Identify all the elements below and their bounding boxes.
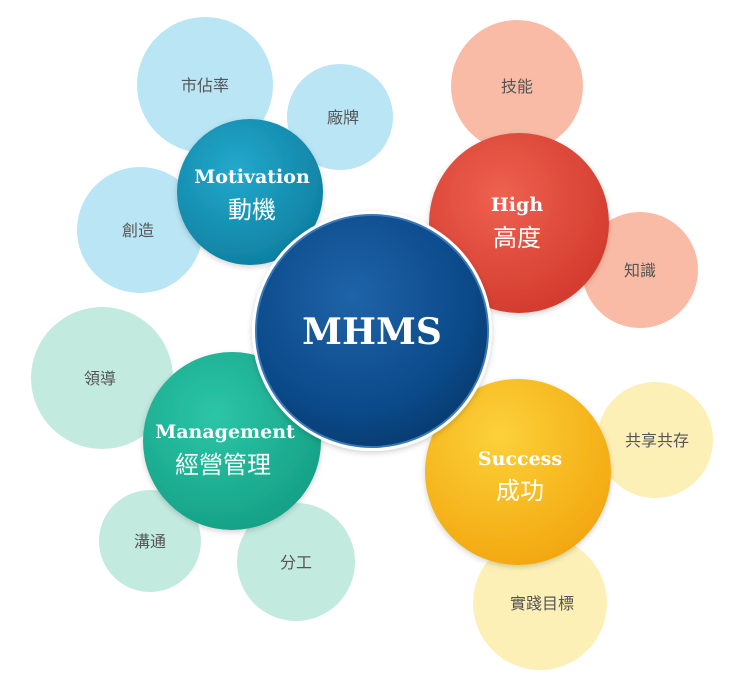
- hub-management-zh: 經營管理: [175, 451, 271, 479]
- center-circle: [255, 214, 489, 448]
- hub-high-en: High: [491, 194, 543, 216]
- satellite-label: 分工: [280, 553, 312, 572]
- satellite-motivation-3: [77, 167, 203, 293]
- hub-success: [425, 379, 611, 565]
- satellite-label: 創造: [122, 221, 154, 240]
- satellite-label: 領導: [84, 369, 116, 388]
- satellite-label: 技能: [501, 77, 533, 96]
- hub-high-zh: 高度: [493, 224, 541, 252]
- satellite-label: 廠牌: [327, 108, 359, 127]
- satellite-management-2: [99, 490, 201, 592]
- satellite-label: 實踐目標: [510, 594, 574, 613]
- satellite-label: 共享共存: [625, 431, 689, 450]
- satellite-motivation-1: [137, 17, 273, 153]
- center-label: MHMS: [302, 311, 442, 353]
- satellite-motivation-2: [287, 64, 393, 170]
- hub-motivation-zh: 動機: [228, 196, 276, 224]
- hub-success-en: Success: [478, 448, 562, 470]
- satellite-high-2: [582, 212, 698, 328]
- satellite-management-1: [31, 307, 173, 449]
- satellite-label: 知識: [624, 261, 656, 280]
- hub-motivation: [177, 119, 323, 265]
- hub-motivation-en: Motivation: [194, 166, 310, 188]
- hub-management-en: Management: [155, 421, 295, 443]
- satellite-success-1: [597, 382, 713, 498]
- satellite-high-1: [451, 20, 583, 152]
- satellite-management-3: [237, 503, 355, 621]
- hub-success-zh: 成功: [496, 477, 544, 505]
- satellite-success-2: [473, 536, 607, 670]
- satellite-label: 市佔率: [181, 76, 229, 95]
- satellite-label: 溝通: [134, 532, 166, 551]
